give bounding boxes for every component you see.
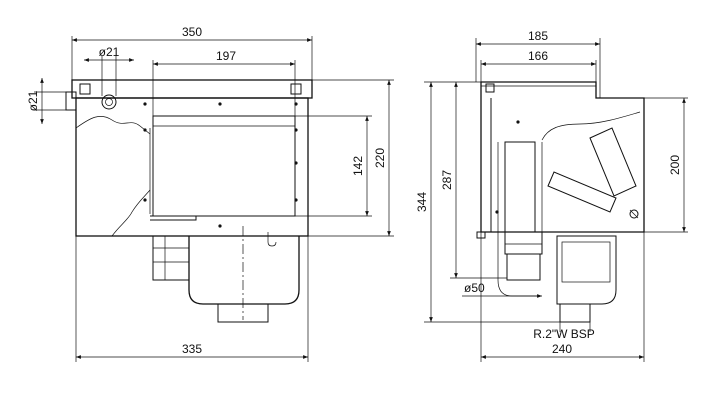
side-pivot <box>629 209 639 219</box>
side-outlet <box>559 303 591 323</box>
front-bowl <box>188 236 300 305</box>
dim-side-thread: R.2"W BSP <box>533 327 595 341</box>
dim-side-inner-width: 166 <box>528 49 548 63</box>
side-weir-flap-lower <box>547 171 617 213</box>
front-view <box>65 79 313 323</box>
dim-side-body-height: 287 <box>440 170 454 190</box>
dim-side-base-width: 240 <box>552 342 572 356</box>
front-lower-pipe <box>152 235 190 281</box>
dim-front-side-pipe-diameter: ø21 <box>26 90 40 111</box>
dim-side-total-height: 344 <box>415 192 429 212</box>
dim-front-base-width: 335 <box>182 342 202 356</box>
dim-front-mouth-width: 197 <box>216 49 236 63</box>
dim-front-top-pipe-diameter: ø21 <box>99 45 120 59</box>
side-dimensions: 185 166 344 287 200 ø50 R.2"W BSP 240 <box>415 29 688 362</box>
dim-side-overall-width: 185 <box>528 29 548 43</box>
dim-side-pipe-diameter: ø50 <box>464 281 485 295</box>
front-body <box>75 97 309 237</box>
side-weir-flap-upper <box>589 127 637 197</box>
front-flange-block-right <box>290 83 302 95</box>
front-mouth-opening <box>152 115 296 217</box>
side-inner-pipe <box>504 141 536 233</box>
front-flange-block-left <box>79 83 91 95</box>
dim-front-overall-width: 350 <box>182 25 202 39</box>
front-dimensions: 350 ø21 197 ø21 142 220 335 <box>26 25 394 362</box>
dim-side-height-200: 200 <box>668 155 682 175</box>
side-basket <box>556 235 617 305</box>
side-view <box>476 81 645 323</box>
front-breakaway-line <box>75 116 151 237</box>
front-screws <box>143 102 298 228</box>
dim-front-mouth-height: 142 <box>351 156 365 176</box>
front-side-pipe <box>65 91 77 111</box>
dim-front-body-height: 220 <box>373 148 387 168</box>
front-top-pipe <box>101 94 117 110</box>
